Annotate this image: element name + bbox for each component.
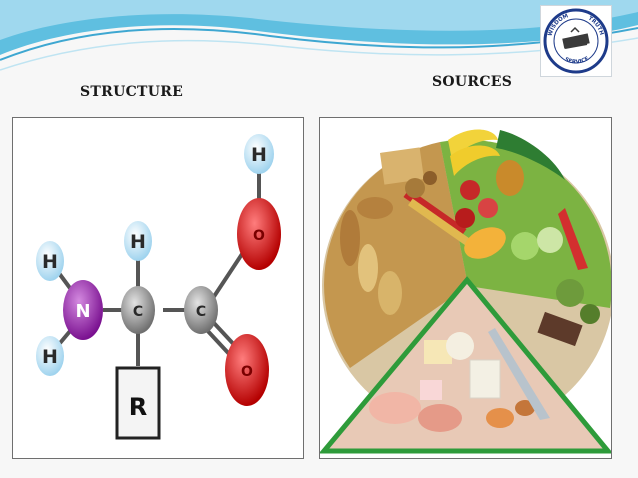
food-pyramid-plate-icon	[318, 129, 614, 454]
fruit-vegetable-items	[448, 129, 600, 324]
atom-h-amine-top-label: H	[42, 251, 58, 273]
logo-word-3: SERVICE	[563, 56, 590, 66]
protein-items	[369, 311, 583, 432]
grains-section	[324, 142, 468, 368]
structure-heading: STRUCTURE	[80, 84, 184, 100]
atom-h-amine-top: H	[36, 241, 64, 281]
r-group-label: R	[129, 393, 147, 421]
atom-c-carboxyl-label: C	[196, 304, 206, 320]
atom-o-top: O	[237, 198, 281, 270]
protein-sources-image	[318, 117, 614, 459]
atom-n-label: N	[75, 301, 90, 322]
pyramid-outline	[318, 276, 614, 454]
atom-n: N	[63, 280, 103, 340]
atom-h-top: H	[244, 134, 274, 174]
r-group-box: R	[115, 366, 161, 440]
atom-h-alpha-label: H	[130, 231, 146, 253]
atom-c-carboxyl: C	[184, 286, 218, 334]
atom-o-bottom-label: O	[241, 364, 253, 380]
atom-h-amine-bottom-label: H	[42, 346, 58, 368]
svg-text:SERVICE: SERVICE	[563, 56, 590, 66]
atom-h-alpha: H	[124, 221, 152, 261]
fruits-vegetables-section	[440, 139, 612, 308]
atom-h-amine-bottom: H	[36, 336, 64, 376]
atom-h-top-label: H	[251, 144, 267, 166]
amino-acid-structure-diagram: H O H H N C C H	[12, 117, 304, 459]
amino-acid-molecule: H O H H N C C H	[36, 134, 281, 440]
atom-o-top-label: O	[253, 228, 265, 244]
atom-c-alpha-label: C	[133, 304, 143, 320]
atom-o-bottom: O	[225, 334, 269, 406]
logo-emblem-icon: WISDOM TRUTH SERVICE	[543, 8, 609, 74]
atom-c-alpha: C	[121, 286, 155, 334]
grain-items	[340, 147, 470, 315]
header-wave-decoration	[0, 0, 638, 71]
institution-logo: WISDOM TRUTH SERVICE	[540, 5, 612, 77]
sources-heading: SOURCES	[432, 74, 513, 90]
